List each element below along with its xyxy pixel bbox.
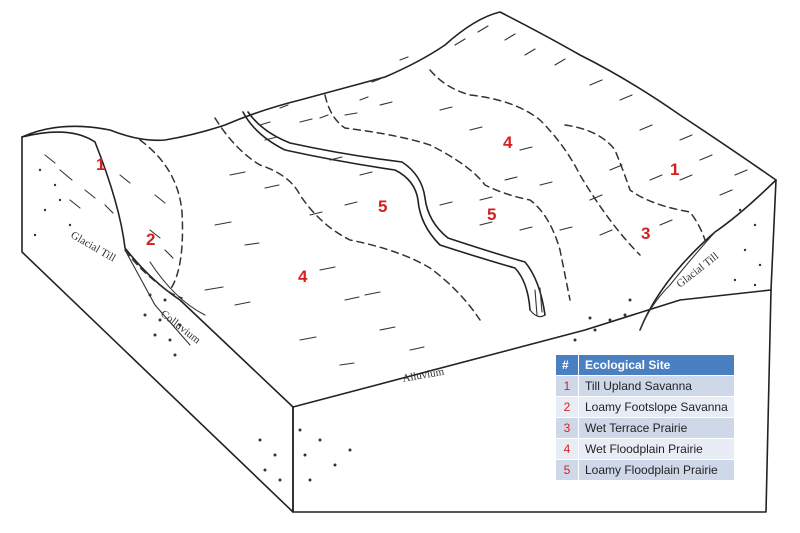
right-till-division — [639, 231, 716, 331]
ecological-site-legend: # Ecological Site 1 Till Upland Savanna … — [555, 354, 735, 481]
legend-row-name: Loamy Floodplain Prairie — [578, 459, 735, 481]
site-label-1-right: 1 — [670, 160, 679, 179]
site-label-5-left: 5 — [378, 197, 387, 216]
block-left-face — [21, 136, 294, 513]
legend-row-name: Wet Floodplain Prairie — [578, 438, 735, 460]
site-label-4-right: 4 — [503, 133, 513, 152]
legend-row-number: 4 — [555, 438, 579, 460]
sediment-stipple — [33, 168, 762, 482]
back-skyline — [21, 11, 777, 291]
boundary-wet-floodplain-left — [214, 117, 481, 321]
site-label-3: 3 — [641, 224, 650, 243]
legend-row-number: 2 — [555, 396, 579, 418]
river-bank-left — [242, 111, 531, 311]
boundary-terrace — [564, 124, 706, 241]
legend-row-number: 3 — [555, 417, 579, 439]
boundary-upland-left — [139, 139, 184, 291]
site-label-1-left: 1 — [96, 155, 105, 174]
river-mouth — [529, 287, 546, 318]
colluvium-division — [124, 249, 206, 346]
left-top-edge — [21, 131, 294, 408]
legend-row: 2 Loamy Footslope Savanna — [555, 396, 735, 418]
river-bank-right — [247, 111, 546, 316]
site-label-4-left: 4 — [298, 267, 308, 286]
site-label-2: 2 — [146, 230, 155, 249]
terrain-hatch-marks — [44, 25, 748, 366]
front-top-edge — [292, 289, 772, 408]
legend-row-number: 5 — [555, 459, 579, 481]
legend-row-number: 1 — [555, 375, 579, 397]
glacial-till-left-label: Glacial Till — [69, 229, 118, 264]
colluvium-label: Colluvium — [158, 308, 203, 347]
site-label-5-right: 5 — [487, 205, 496, 224]
legend-header-number: # — [555, 354, 579, 376]
boundary-loamy-floodplain-right — [324, 94, 571, 301]
alluvium-label: Alluvium — [401, 366, 445, 385]
legend-row: 1 Till Upland Savanna — [555, 375, 735, 397]
legend-row-name: Wet Terrace Prairie — [578, 417, 735, 439]
right-face-edge — [639, 179, 777, 331]
legend-row: 3 Wet Terrace Prairie — [555, 417, 735, 439]
boundary-wet-floodplain-right — [429, 69, 641, 256]
legend-header-row: # Ecological Site — [555, 354, 735, 376]
legend-row: 5 Loamy Floodplain Prairie — [555, 459, 735, 481]
boundary-footslope — [124, 249, 183, 299]
legend-row-name: Till Upland Savanna — [578, 375, 735, 397]
legend-row-name: Loamy Footslope Savanna — [578, 396, 735, 418]
legend-row: 4 Wet Floodplain Prairie — [555, 438, 735, 460]
legend-header-site: Ecological Site — [578, 354, 735, 376]
